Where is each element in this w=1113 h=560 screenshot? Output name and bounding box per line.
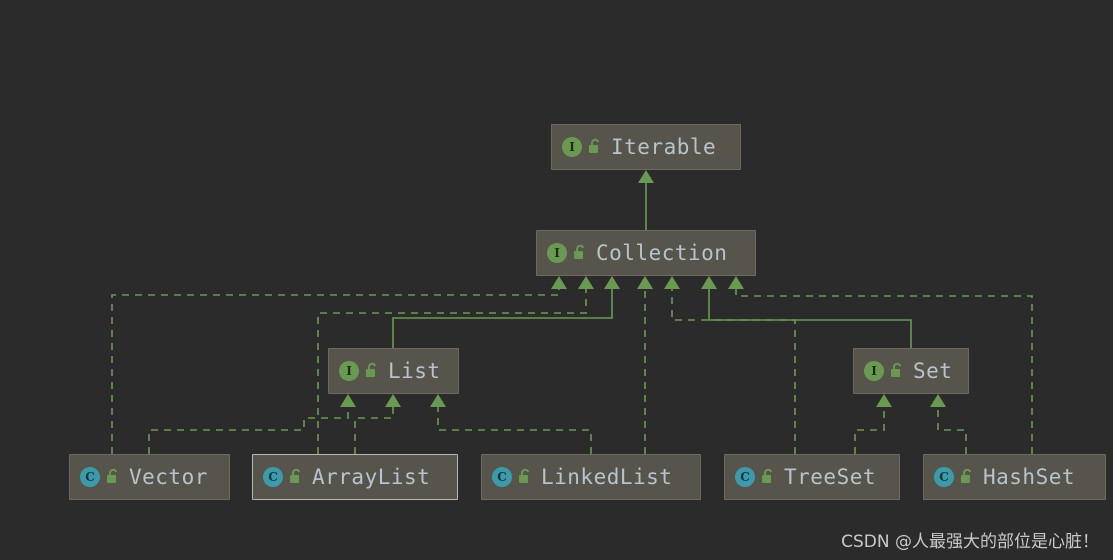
arrowhead-treeset-set — [876, 394, 892, 407]
unlock-icon — [364, 362, 380, 380]
node-label: Iterable — [611, 134, 717, 159]
unlock-icon — [105, 468, 121, 486]
interface-icon: I — [562, 137, 582, 157]
node-linkedlist[interactable]: C LinkedList — [481, 454, 701, 500]
arrowhead-arraylist-list — [385, 394, 401, 407]
node-hashset[interactable]: C HashSet — [923, 454, 1106, 500]
node-label: Set — [913, 358, 953, 383]
arrowhead-vector-list — [340, 394, 356, 407]
edge-set-collection — [708, 289, 912, 348]
unlock-icon — [572, 244, 588, 262]
watermark-text: CSDN @人最强大的部位是心脏！ — [841, 532, 1099, 552]
node-collection[interactable]: I Collection — [536, 230, 756, 276]
node-label: Vector — [129, 464, 208, 489]
class-icon: C — [80, 467, 100, 487]
arrowhead-vector-collection — [551, 276, 567, 289]
edge-hashset-collection — [735, 289, 1033, 454]
arrowhead-set-collection — [701, 276, 717, 289]
class-icon: C — [492, 467, 512, 487]
class-icon: C — [735, 467, 755, 487]
unlock-icon — [760, 468, 776, 486]
arrowhead-hashset-set — [930, 394, 946, 407]
node-label: ArrayList — [312, 464, 431, 489]
node-label: TreeSet — [784, 464, 877, 489]
edge-arraylist-collection — [317, 289, 587, 454]
class-icon: C — [934, 467, 954, 487]
edge-treeset-collection — [671, 289, 796, 454]
arrowhead-treeset-collection — [664, 276, 680, 289]
node-label: HashSet — [983, 464, 1076, 489]
arrowhead-linkedlist-collection — [637, 276, 653, 289]
node-label: Collection — [596, 240, 728, 265]
arrowhead-arraylist-collection — [578, 276, 594, 289]
arrowhead-linkedlist-list — [430, 394, 446, 407]
node-arraylist[interactable]: C ArrayList — [252, 454, 458, 500]
node-list[interactable]: I List — [328, 348, 459, 394]
unlock-icon — [517, 468, 533, 486]
interface-icon: I — [864, 361, 884, 381]
unlock-icon — [288, 468, 304, 486]
edge-vector-list — [148, 407, 349, 454]
node-label: LinkedList — [541, 464, 673, 489]
edge-list-collection — [392, 289, 613, 348]
node-iterable[interactable]: I Iterable — [551, 124, 741, 170]
unlock-icon — [587, 138, 603, 156]
edge-vector-collection — [111, 289, 560, 454]
edge-hashset-set — [937, 407, 967, 454]
arrowhead-hashset-collection — [728, 276, 744, 289]
interface-icon: I — [547, 243, 567, 263]
node-treeset[interactable]: C TreeSet — [724, 454, 900, 500]
edge-arraylist-list — [354, 407, 394, 454]
unlock-icon — [959, 468, 975, 486]
node-label: List — [388, 358, 441, 383]
node-vector[interactable]: C Vector — [69, 454, 230, 500]
arrowhead-list-collection — [604, 276, 620, 289]
class-icon: C — [263, 467, 283, 487]
edge-treeset-set — [854, 407, 885, 454]
node-set[interactable]: I Set — [853, 348, 969, 394]
arrowhead-collection-iterable — [638, 170, 654, 183]
interface-icon: I — [339, 361, 359, 381]
edge-linkedlist-list — [437, 407, 592, 454]
unlock-icon — [889, 362, 905, 380]
